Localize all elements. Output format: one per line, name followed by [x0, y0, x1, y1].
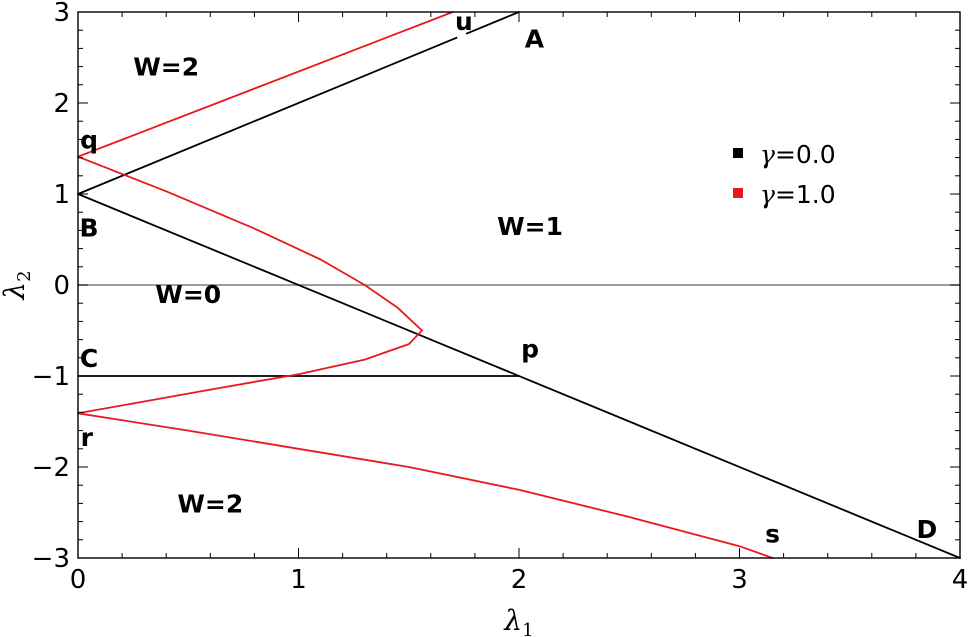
point-label-p: p	[521, 335, 539, 364]
region-label: W=0	[155, 280, 221, 309]
point-label-s: s	[765, 519, 780, 548]
point-label-A: A	[525, 24, 545, 53]
x-axis-label: λ1	[503, 604, 533, 637]
point-label-C: C	[80, 344, 98, 373]
y-tick-label: 0	[53, 271, 70, 301]
series-1-segment-1	[77, 155, 423, 415]
x-tick-label: 3	[731, 565, 748, 595]
region-label: W=2	[133, 53, 199, 82]
region-label: W=2	[177, 489, 243, 518]
line-break-mark	[456, 31, 468, 40]
x-tick-label: 4	[952, 565, 969, 595]
point-label-D: D	[917, 515, 938, 544]
plot-layer	[77, 11, 961, 559]
series-0-segment-0	[77, 11, 520, 195]
x-tick-label: 1	[290, 565, 307, 595]
series-1-segment-0	[77, 11, 454, 158]
legend: γ=0.0 γ=1.0	[733, 140, 836, 209]
y-tick-label: −3	[32, 544, 70, 574]
ticks-layer	[77, 11, 961, 559]
x-tick-label: 2	[511, 565, 528, 595]
series-1-segment-2	[77, 412, 774, 559]
region-label: W=1	[497, 212, 563, 241]
point-label-r: r	[81, 423, 94, 452]
legend-label-gamma-1: γ=1.0	[760, 180, 836, 209]
y-tick-label: −2	[32, 453, 70, 483]
point-label-q: q	[80, 125, 98, 154]
point-label-u: u	[455, 7, 473, 36]
legend-label-gamma-0: γ=0.0	[760, 140, 836, 169]
x-tick-label: 0	[70, 565, 87, 595]
y-tick-label: −1	[32, 362, 70, 392]
y-tick-label: 2	[53, 89, 70, 119]
y-tick-label: 3	[53, 0, 70, 28]
legend-swatch-gamma-1	[733, 188, 743, 198]
y-tick-label: 1	[53, 180, 70, 210]
point-label-B: B	[79, 214, 98, 243]
plot-frame	[77, 11, 961, 559]
legend-swatch-gamma-0	[733, 148, 743, 158]
y-axis-label: λ2	[0, 270, 35, 300]
